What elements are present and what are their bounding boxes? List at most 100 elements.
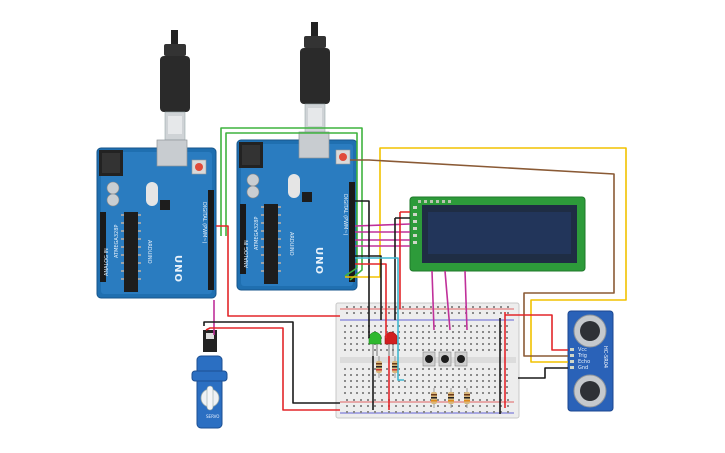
breadboard-hole: [422, 349, 424, 351]
breadboard-hole: [422, 368, 424, 370]
breadboard-hole: [368, 386, 370, 388]
breadboard-hole: [423, 411, 425, 413]
breadboard-hole: [458, 337, 460, 339]
breadboard-hole: [472, 405, 474, 407]
breadboard-hole: [482, 380, 484, 382]
breadboard-hole: [479, 405, 481, 407]
breadboard-hole: [395, 405, 397, 407]
breadboard-hole: [395, 399, 397, 401]
breadboard-hole: [440, 368, 442, 370]
breadboard-hole: [452, 380, 454, 382]
breadboard-hole: [381, 312, 383, 314]
breadboard-hole: [398, 331, 400, 333]
breadboard-hole: [374, 405, 376, 407]
breadboard-hole: [458, 411, 460, 413]
breadboard-hole: [428, 374, 430, 376]
breadboard-hole: [446, 392, 448, 394]
breadboard-hole: [410, 392, 412, 394]
breadboard-hole: [386, 349, 388, 351]
wire-cyan: [355, 257, 404, 381]
breadboard-hole: [386, 325, 388, 327]
breadboard-hole: [362, 325, 364, 327]
breadboard-hole: [452, 368, 454, 370]
breadboard-hole: [344, 392, 346, 394]
breadboard-hole: [350, 349, 352, 351]
breadboard-hole: [452, 386, 454, 388]
breadboard-hole: [470, 374, 472, 376]
breadboard-hole: [422, 343, 424, 345]
ultrasonic-model: HC-SR04: [602, 346, 608, 368]
wire-brown: [350, 159, 615, 357]
wire-black-board2-b: [355, 255, 382, 320]
wire-red-right-rail: [505, 314, 568, 351]
breadboard-hole: [416, 337, 418, 339]
breadboard-hole: [423, 306, 425, 308]
breadboard-hole: [409, 306, 411, 308]
breadboard-hole: [451, 312, 453, 314]
breadboard-hole: [482, 368, 484, 370]
breadboard-hole: [444, 411, 446, 413]
breadboard-hole: [344, 386, 346, 388]
breadboard-hole: [416, 312, 418, 314]
breadboard-hole: [428, 392, 430, 394]
board-2-logo: ARDUINO: [288, 232, 294, 256]
breadboard-hole: [368, 380, 370, 382]
breadboard-hole: [446, 368, 448, 370]
breadboard-hole: [353, 399, 355, 401]
breadboard-hole: [416, 349, 418, 351]
breadboard-hole: [500, 312, 502, 314]
breadboard-hole: [472, 312, 474, 314]
breadboard-hole: [434, 331, 436, 333]
breadboard-hole: [360, 411, 362, 413]
breadboard-hole: [430, 405, 432, 407]
breadboard-hole: [360, 399, 362, 401]
breadboard-hole: [422, 325, 424, 327]
breadboard-hole: [506, 331, 508, 333]
breadboard-hole: [430, 312, 432, 314]
breadboard-hole: [500, 392, 502, 394]
breadboard-hole: [356, 368, 358, 370]
breadboard-hole: [494, 374, 496, 376]
breadboard-hole: [398, 349, 400, 351]
breadboard-hole: [374, 312, 376, 314]
arduino-uno-board-2: UNO ARDUINO ATMEGA328P DIGITAL (PWM~) AN…: [236, 131, 358, 291]
breadboard-hole: [380, 331, 382, 333]
breadboard-hole: [367, 405, 369, 407]
breadboard-hole: [346, 399, 348, 401]
breadboard-hole: [472, 306, 474, 308]
breadboard-hole: [488, 343, 490, 345]
breadboard-hole: [470, 331, 472, 333]
breadboard-hole: [398, 386, 400, 388]
breadboard-hole: [374, 380, 376, 382]
breadboard-hole: [422, 392, 424, 394]
breadboard-hole: [493, 405, 495, 407]
breadboard-hole: [437, 399, 439, 401]
breadboard-hole: [500, 405, 502, 407]
breadboard-hole: [458, 392, 460, 394]
breadboard-hole: [428, 386, 430, 388]
breadboard-hole: [422, 337, 424, 339]
push-button-1: [422, 351, 436, 367]
breadboard-hole: [434, 380, 436, 382]
breadboard-hole: [440, 374, 442, 376]
breadboard-hole: [374, 325, 376, 327]
breadboard-hole: [486, 312, 488, 314]
breadboard-hole: [437, 411, 439, 413]
breadboard-hole: [416, 368, 418, 370]
breadboard-hole: [476, 374, 478, 376]
breadboard-hole: [380, 380, 382, 382]
breadboard-hole: [350, 337, 352, 339]
breadboard-hole: [392, 374, 394, 376]
breadboard-hole: [386, 386, 388, 388]
breadboard-hole: [446, 325, 448, 327]
breadboard-hole: [500, 325, 502, 327]
servo-brand: SERVO: [206, 414, 219, 419]
breadboard-hole: [444, 405, 446, 407]
breadboard-hole: [356, 380, 358, 382]
breadboard-hole: [506, 392, 508, 394]
breadboard-hole: [398, 368, 400, 370]
wire-magenta-5: [431, 270, 435, 331]
breadboard-hole: [458, 343, 460, 345]
breadboard-hole: [446, 386, 448, 388]
breadboard-hole: [500, 374, 502, 376]
